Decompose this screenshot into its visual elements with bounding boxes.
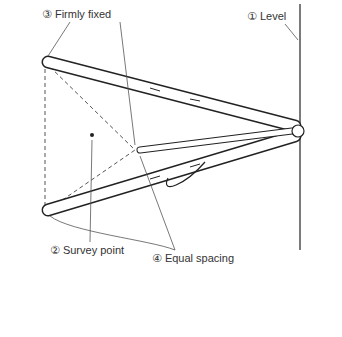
leader-lines	[48, 22, 298, 250]
callout-label: ② Survey point	[48, 244, 126, 257]
hinge	[292, 125, 304, 137]
survey-point	[90, 133, 94, 137]
upper-leg	[48, 62, 295, 126]
center-plumb	[140, 131, 292, 150]
callout-label: ③ Firmly fixed	[40, 8, 113, 21]
callout-label: ① Level	[245, 10, 288, 23]
callout-label: ④ Equal spacing	[150, 252, 236, 265]
